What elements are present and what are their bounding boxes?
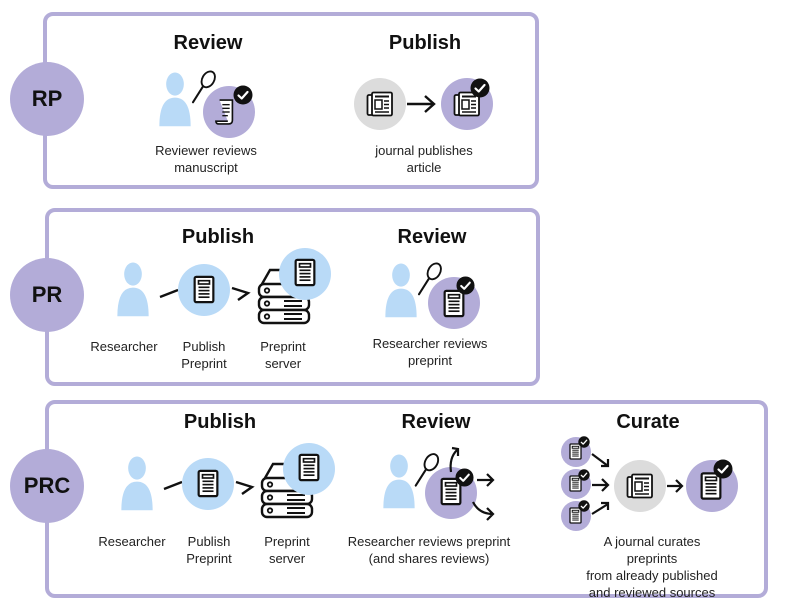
document-icon bbox=[294, 258, 316, 287]
newspaper-icon bbox=[626, 473, 654, 499]
connector-line bbox=[159, 288, 179, 299]
check-icon bbox=[578, 436, 590, 448]
publish-preprint-label: Publish Preprint bbox=[181, 339, 227, 371]
preprint-server-label: Preprint server bbox=[260, 339, 306, 371]
share-arrows-icon bbox=[449, 446, 495, 521]
arrow-icon bbox=[231, 286, 251, 301]
prc-review-heading: Review bbox=[401, 411, 471, 433]
newspaper-icon bbox=[366, 91, 394, 117]
rp-badge: RP bbox=[10, 62, 84, 136]
researcher-icon bbox=[120, 446, 154, 520]
prc-publish-heading: Publish bbox=[183, 411, 257, 433]
pr-badge: PR bbox=[10, 258, 84, 332]
researcher-icon bbox=[382, 442, 416, 520]
prc-review-caption: Researcher reviews preprint (and shares … bbox=[347, 534, 511, 566]
check-icon bbox=[578, 469, 590, 481]
rp-review-caption: Reviewer reviews manuscript bbox=[155, 143, 257, 175]
check-icon bbox=[578, 500, 590, 512]
check-icon bbox=[233, 85, 253, 105]
arrow-icon bbox=[667, 479, 684, 493]
check-icon bbox=[456, 276, 475, 295]
researcher-icon bbox=[116, 252, 150, 326]
prc-badge: PRC bbox=[10, 449, 84, 523]
researcher-label: Researcher bbox=[90, 339, 158, 354]
rp-publish-caption: journal publishes article bbox=[375, 143, 473, 175]
researcher-label: Researcher bbox=[98, 534, 166, 549]
curate-arrows-icon bbox=[591, 453, 610, 515]
document-icon bbox=[193, 275, 215, 304]
preprint-server-label: Preprint server bbox=[264, 534, 310, 566]
arrow-icon bbox=[407, 95, 436, 113]
document-icon bbox=[197, 469, 219, 498]
arrow-icon bbox=[235, 480, 255, 495]
check-icon bbox=[713, 459, 733, 479]
publish-preprint-label: Publish Preprint bbox=[186, 534, 232, 566]
rp-publish-heading: Publish bbox=[388, 32, 462, 54]
check-icon bbox=[470, 78, 490, 98]
prc-curate-heading: Curate bbox=[616, 411, 680, 433]
researcher-icon bbox=[384, 252, 418, 328]
connector-line bbox=[163, 480, 183, 491]
reviewer-icon bbox=[158, 60, 192, 138]
pr-review-caption: Researcher reviews preprint bbox=[372, 336, 488, 368]
pr-publish-heading: Publish bbox=[181, 226, 255, 248]
pr-review-heading: Review bbox=[397, 226, 467, 248]
document-icon bbox=[298, 453, 320, 482]
rp-review-heading: Review bbox=[173, 32, 243, 54]
prc-curate-caption: A journal curates preprints from already… bbox=[586, 534, 718, 600]
